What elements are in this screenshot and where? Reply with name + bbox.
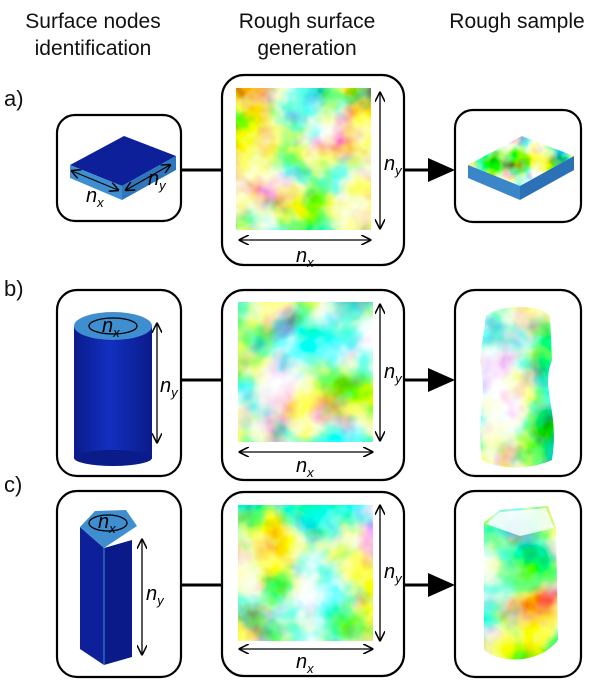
cylinder-icon <box>74 312 152 466</box>
row-b <box>55 288 583 482</box>
header-rough-surface: Rough surface generation <box>214 8 400 62</box>
header-rough-surface-line2: generation <box>257 37 357 60</box>
header-rough-sample: Rough sample <box>432 8 602 35</box>
rough-prism-sample <box>484 506 558 660</box>
dim-ny-label-b: ny <box>160 375 179 400</box>
map-nx-label-b: nx <box>296 455 314 480</box>
header-surface-nodes-line1: Surface nodes <box>25 10 161 33</box>
row-label-c: c) <box>4 472 23 497</box>
rough-cylinder-sample <box>480 307 554 468</box>
map-nx-label-c: nx <box>296 651 314 676</box>
header-rough-surface-line1: Rough surface <box>238 10 376 33</box>
row-label-a: a) <box>4 86 24 111</box>
row-c <box>55 489 583 679</box>
map-ny-label-b: ny <box>384 361 403 386</box>
map-ny-label-c: ny <box>384 561 403 586</box>
row-a <box>55 73 583 267</box>
rough-surface-map-b <box>238 302 373 442</box>
rough-surface-map-c <box>238 505 373 641</box>
map-nx-label-a: nx <box>296 245 314 270</box>
dim-nx-label-a: nx <box>86 185 104 210</box>
header-surface-nodes-line2: identification <box>34 37 152 60</box>
dim-ny-label-c: ny <box>146 583 165 608</box>
header-rough-sample-line1: Rough sample <box>449 10 585 33</box>
dim-nx-label-c: nx <box>98 511 116 536</box>
dim-nx-label-b: nx <box>102 315 120 340</box>
header-surface-nodes: Surface nodes identification <box>0 8 186 62</box>
dim-ny-label-a: ny <box>148 168 167 193</box>
row-label-b: b) <box>4 276 24 301</box>
pentagonal-prism-icon <box>80 510 137 665</box>
rough-surface-map-a <box>236 88 371 230</box>
map-ny-label-a: ny <box>384 153 403 178</box>
